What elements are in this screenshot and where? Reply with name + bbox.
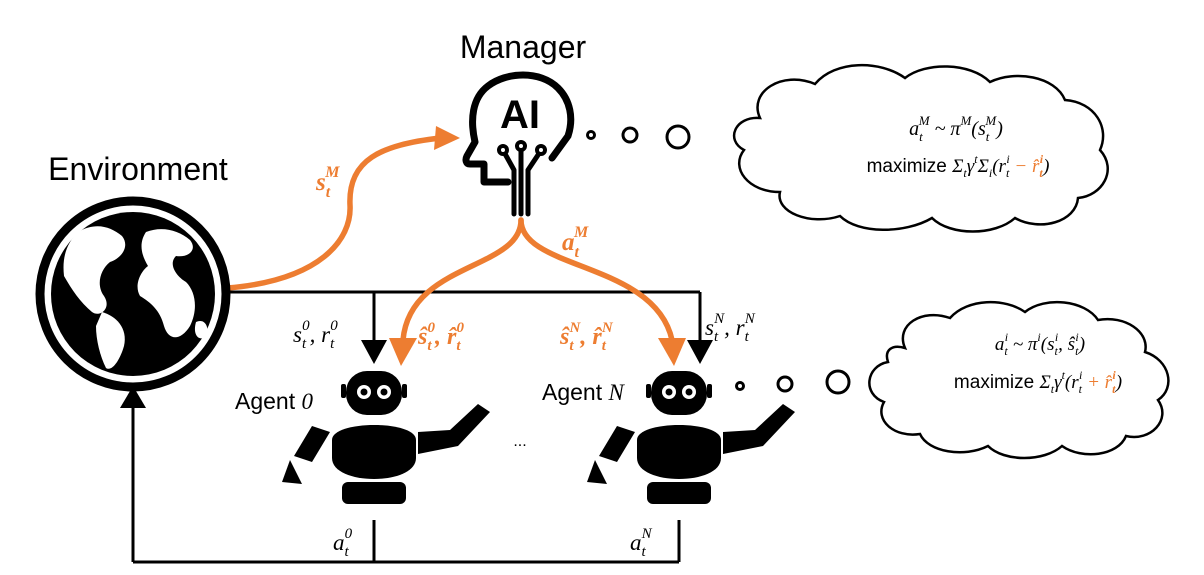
label-agent0-modified: ŝt0, r̂t0 xyxy=(417,320,465,354)
agent-thought-cloud: ati ~ πi(sti, ŝti) maximize Σtγt(rti + r… xyxy=(868,300,1170,460)
agent-policy-line: ati ~ πi(sti, ŝti) xyxy=(995,330,1085,358)
agents-ellipsis: ... xyxy=(513,433,526,450)
globe-icon xyxy=(35,196,231,392)
label-env-to-manager: stM xyxy=(315,164,340,201)
manager-title: Manager xyxy=(460,29,587,65)
arrow-head-agentN xyxy=(687,340,713,364)
agent-objective-line: maximize Σtγt(rti + r̂ti) xyxy=(954,368,1122,396)
manager-thought-trail xyxy=(586,124,691,150)
observation-wiring xyxy=(228,290,702,340)
agent0-label: Agent 0 xyxy=(235,388,314,414)
agent-thought-trail xyxy=(735,369,851,395)
robot-icon xyxy=(282,371,490,504)
label-agentN-action: atN xyxy=(630,526,653,560)
ai-head-icon xyxy=(462,71,575,217)
arrow-head-agentN-orange xyxy=(658,338,686,366)
label-agentN-modified: ŝtN, r̂tN xyxy=(559,320,614,354)
robot-icon xyxy=(587,371,795,504)
manager-objective-line: maximize ΣtγtΣi(rti − r̂ti) xyxy=(867,152,1050,180)
ai-label: AI xyxy=(500,93,540,137)
label-manager-action: atM xyxy=(562,224,589,261)
arrow-head-agent0 xyxy=(361,340,387,364)
manager-policy-line: atM ~ πM(stM) xyxy=(909,108,1003,144)
label-agent0-action: at0 xyxy=(333,526,353,560)
label-agent0-observation: st0, rt0 xyxy=(293,318,338,352)
manager-arrows xyxy=(225,135,675,343)
arrow-head-manager xyxy=(434,126,460,150)
manager-thought-cloud: atM ~ πM(stM) maximize ΣtγtΣi(rti − r̂ti… xyxy=(732,63,1109,233)
environment-title: Environment xyxy=(48,151,228,187)
arrow-head-agent0-orange xyxy=(389,338,417,366)
agentN-label: Agent N xyxy=(542,379,626,405)
arrow-head-environment xyxy=(120,386,146,408)
label-agentN-observation: stN, rtN xyxy=(705,311,756,345)
action-feedback-wiring xyxy=(131,408,681,564)
